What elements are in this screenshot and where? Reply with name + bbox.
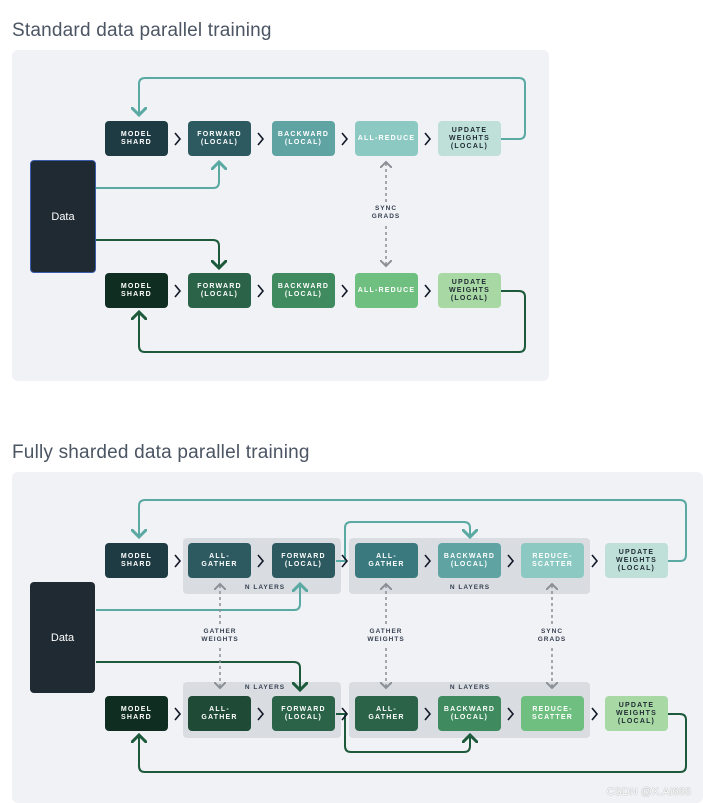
fsdp-data-to-forward-top bbox=[96, 584, 300, 611]
fsdp-top-backward: BACKWARD (LOCAL) bbox=[438, 543, 501, 578]
fsdp-data-to-forward-bottom bbox=[96, 661, 300, 690]
fsdp-bottom-all-gather-1: ALL- GATHER bbox=[188, 696, 251, 731]
fsdp-top-update-weights: UPDATE WEIGHTS (LOCAL) bbox=[605, 543, 668, 578]
standard-bottom-forward: FORWARD (LOCAL) bbox=[188, 273, 251, 308]
fsdp-forward-to-backward-bottom bbox=[336, 713, 470, 753]
fsdp-sync-grads-label: SYNC GRADS bbox=[537, 628, 567, 643]
standard-bottom-backward: BACKWARD (LOCAL) bbox=[272, 273, 335, 308]
standard-top-model-shard: MODEL SHARD bbox=[105, 121, 168, 156]
fsdp-bottom-update-weights: UPDATE WEIGHTS (LOCAL) bbox=[605, 696, 668, 731]
standard-bottom-update-weights: UPDATE WEIGHTS (LOCAL) bbox=[438, 273, 501, 308]
standard-sync-grads-label: SYNC GRADS bbox=[371, 205, 401, 220]
standard-top-forward: FORWARD (LOCAL) bbox=[188, 121, 251, 156]
standard-top-loop bbox=[139, 77, 526, 140]
n-layers-label-bottom-2: N LAYERS bbox=[449, 684, 491, 691]
fsdp-top-all-gather-1: ALL- GATHER bbox=[188, 543, 251, 578]
fsdp-bottom-backward: BACKWARD (LOCAL) bbox=[438, 696, 501, 731]
fsdp-panel bbox=[12, 472, 703, 803]
fsdp-bottom-forward: FORWARD (LOCAL) bbox=[272, 696, 335, 731]
n-layers-label-top-2: N LAYERS bbox=[449, 584, 491, 591]
fsdp-top-forward: FORWARD (LOCAL) bbox=[272, 543, 335, 578]
n-layers-label-top-1: N LAYERS bbox=[244, 584, 286, 591]
standard-bottom-all-reduce: ALL-REDUCE bbox=[355, 273, 418, 308]
chevrons bbox=[174, 132, 599, 721]
standard-data-box: Data bbox=[30, 160, 96, 273]
fsdp-bottom-model-shard: MODEL SHARD bbox=[105, 696, 168, 731]
standard-title: Standard data parallel training bbox=[12, 20, 272, 41]
standard-data-to-forward bbox=[96, 162, 219, 189]
fsdp-top-reduce-scatter: REDUCE- SCATTER bbox=[521, 543, 584, 578]
fsdp-bottom-reduce-scatter: REDUCE- SCATTER bbox=[521, 696, 584, 731]
standard-bottom-model-shard: MODEL SHARD bbox=[105, 273, 168, 308]
fsdp-top-model-shard: MODEL SHARD bbox=[105, 543, 168, 578]
fsdp-bottom-all-gather-2: ALL- GATHER bbox=[355, 696, 418, 731]
fsdp-gather-weights-label-2: GATHER WEIGHTS bbox=[367, 628, 405, 643]
fsdp-forward-to-backward-top bbox=[336, 521, 470, 562]
standard-top-all-reduce: ALL-REDUCE bbox=[355, 121, 418, 156]
fsdp-title: Fully sharded data parallel training bbox=[12, 442, 310, 463]
fsdp-top-loop bbox=[139, 499, 687, 562]
standard-panel bbox=[12, 50, 549, 381]
fsdp-gather-weights-label-1: GATHER WEIGHTS bbox=[201, 628, 239, 643]
watermark: CSDN @X.AI666 bbox=[606, 786, 691, 798]
n-layers-label-bottom-1: N LAYERS bbox=[244, 684, 286, 691]
fsdp-top-all-gather-2: ALL- GATHER bbox=[355, 543, 418, 578]
standard-bottom-loop bbox=[139, 290, 526, 353]
fsdp-data-box: Data bbox=[30, 582, 95, 693]
standard-top-update-weights: UPDATE WEIGHTS (LOCAL) bbox=[438, 121, 501, 156]
standard-data-to-forward-bottom bbox=[96, 239, 219, 268]
fsdp-bottom-loop bbox=[139, 713, 687, 773]
standard-top-backward: BACKWARD (LOCAL) bbox=[272, 121, 335, 156]
